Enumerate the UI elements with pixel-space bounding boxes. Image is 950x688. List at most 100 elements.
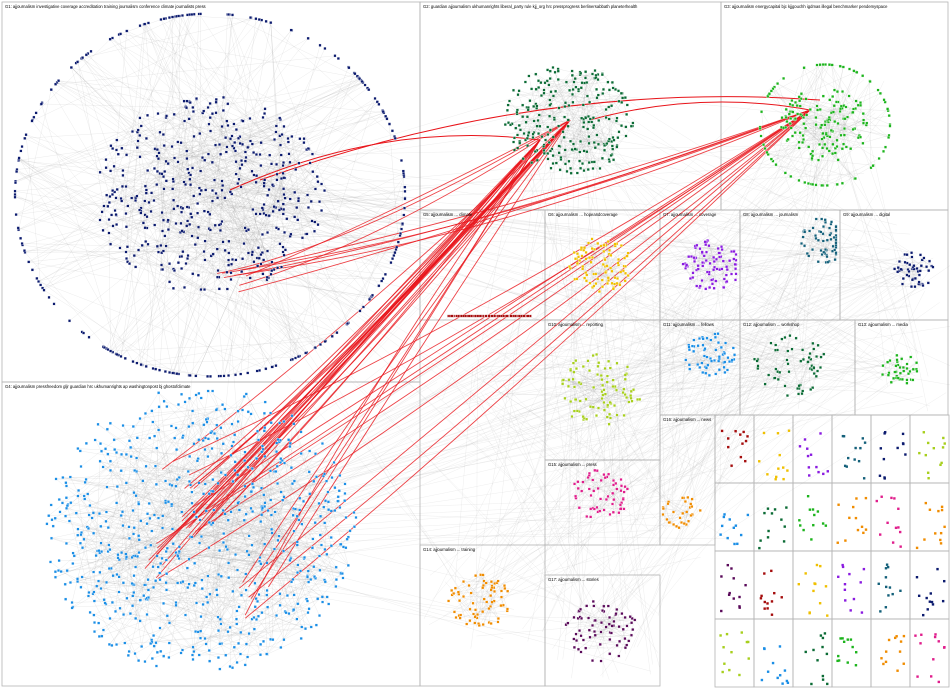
highlight-edge [218, 119, 571, 518]
panel-small-group [870, 414, 911, 484]
panel-g4 [1, 381, 421, 687]
panel-small-group [831, 482, 872, 552]
node-cluster-small [720, 563, 747, 613]
highlight-edge [248, 109, 811, 598]
panel-g17 [544, 574, 661, 687]
group-label-g11: G11: ajjournalism ... fellows [663, 322, 714, 327]
node-cluster-g6 [567, 237, 630, 293]
panel-small-group [792, 482, 833, 552]
panel-small-group [714, 618, 755, 688]
node-cluster-small [841, 434, 867, 480]
node-cluster-small [719, 513, 750, 546]
node-cluster-g15 [573, 468, 629, 519]
node-cluster-small [798, 495, 828, 541]
group-label-g13: G13: ajjournalism ... media [858, 322, 908, 327]
node-cluster-g14 [447, 573, 510, 627]
node-cluster-small [798, 432, 829, 477]
node-cluster-g2 [503, 66, 635, 175]
node-cluster-g12 [753, 334, 826, 398]
highlight-edge [187, 119, 571, 527]
highlight-edges [144, 96, 821, 619]
group-label-g6: G6: ajjournalism ... hopeandcoverage [548, 212, 618, 217]
highlight-edge [195, 109, 811, 532]
highlight-edge [244, 139, 541, 616]
node-cluster-g11 [684, 332, 737, 377]
node-cluster-small [759, 569, 783, 616]
highlight-edge [239, 109, 811, 271]
panel-small-group [870, 550, 911, 620]
node-cluster-small [880, 634, 906, 672]
node-cluster-small [719, 631, 750, 677]
highlight-edge [157, 109, 811, 579]
panel-small-group [792, 414, 833, 484]
panel-small-group [753, 550, 794, 620]
node-cluster-g5 [447, 314, 532, 318]
group-label-g1: G1: ajjournalism investigative coverage … [5, 4, 206, 9]
group-label-g10: G10: ajjournalism ... reporting [548, 322, 604, 327]
nodes [13, 12, 946, 686]
node-cluster-g7 [681, 239, 738, 291]
node-cluster-small [875, 495, 902, 548]
group-labels: G1: ajjournalism investigative coverage … [5, 4, 908, 582]
highlight-edge [172, 109, 811, 462]
panel-g14 [419, 544, 546, 687]
node-cluster-g8 [800, 217, 838, 264]
node-cluster-small [918, 431, 946, 480]
highlight-edge [184, 139, 541, 489]
group-label-g8: G8: ajjournalism ... journalism [743, 212, 799, 217]
node-cluster-small [836, 637, 858, 667]
panel-small-group [831, 550, 872, 620]
highlight-edge [268, 119, 571, 588]
panel-small-group [714, 482, 755, 552]
node-cluster-g9 [893, 251, 935, 289]
node-cluster-g16 [661, 495, 702, 530]
edges-g2 [505, 67, 633, 174]
panel-small-group [714, 550, 755, 620]
group-label-g16: G16: ajjournalism ... news [663, 417, 711, 422]
node-cluster-small [760, 645, 790, 685]
node-cluster-small [837, 563, 866, 614]
highlight-edge [238, 109, 811, 293]
node-cluster-small [915, 567, 946, 617]
panel-small-group [870, 618, 911, 688]
group-label-g7: G7: ajjournalism ... coverage [663, 212, 717, 217]
panel-small-group [753, 618, 794, 688]
group-label-g3: G3: ajjournalism energycapital bjc kjjgo… [724, 4, 888, 9]
highlight-edge [217, 119, 571, 274]
group-label-g5: G5: ajjournalism ... climate [423, 212, 473, 217]
highlight-edge [239, 119, 571, 286]
node-cluster-small [758, 506, 788, 550]
node-cluster-small [914, 633, 946, 684]
node-cluster-small [915, 501, 946, 550]
group-label-g2: G2: guardian ajjournalism ukhumanrights … [423, 4, 638, 9]
group-label-g15: G15: ajjournalism ... press [548, 462, 597, 467]
node-cluster-small [758, 429, 791, 481]
node-cluster-small [720, 429, 749, 467]
node-cluster-small [797, 563, 829, 617]
node-cluster-g4 [45, 389, 358, 671]
highlight-edge [189, 119, 571, 489]
highlight-edge [242, 119, 571, 583]
panel-small-group [909, 550, 950, 620]
highlight-edge [221, 109, 811, 274]
node-cluster-small [804, 632, 829, 686]
highlight-edge [192, 119, 571, 538]
group-label-g9: G9: ajjournalism ... digital [843, 212, 890, 217]
highlight-edge [185, 139, 541, 529]
panel-small-group [870, 482, 911, 552]
panel-small-group [909, 414, 950, 484]
highlight-edge [156, 109, 811, 544]
node-cluster-g3 [758, 63, 892, 187]
node-cluster-small [836, 496, 868, 544]
highlight-edge [234, 109, 811, 276]
highlight-edge [238, 109, 811, 589]
highlight-edge [192, 109, 811, 508]
highlight-edge [250, 139, 541, 600]
highlight-edge [245, 119, 571, 277]
highlight-edge [223, 109, 811, 279]
panel-small-group [909, 618, 950, 688]
node-cluster-g17 [564, 599, 637, 663]
panel-small-group [909, 482, 950, 552]
